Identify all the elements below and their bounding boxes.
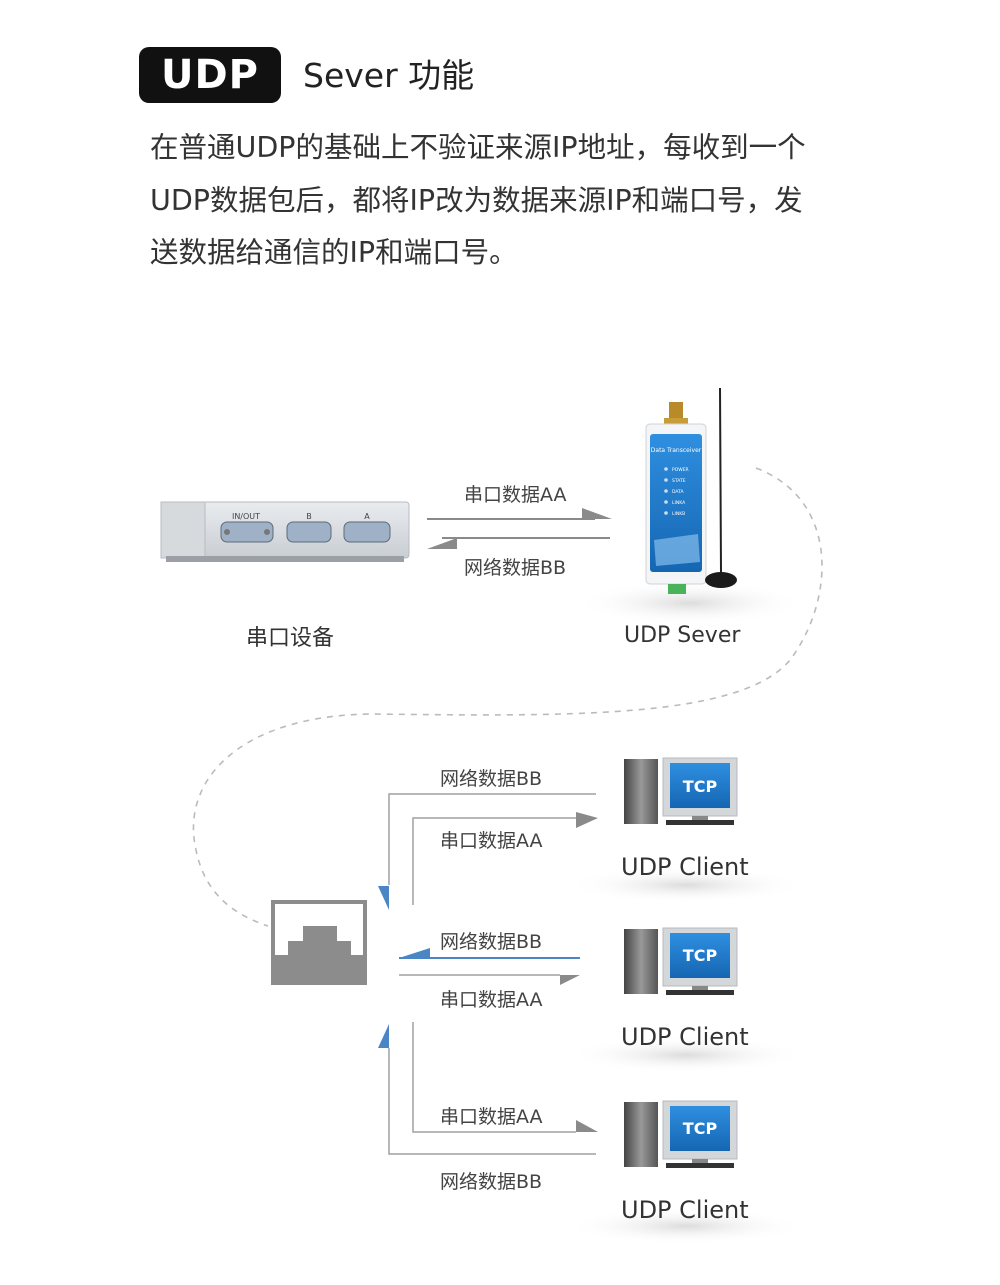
led-label-state: STATE	[672, 478, 686, 484]
client-1-label: UDP Client	[621, 853, 749, 881]
udp-server-label: UDP Sever	[624, 623, 741, 648]
client-2-label: UDP Client	[621, 1023, 749, 1051]
client-computer-2: TCP	[566, 927, 806, 1073]
port-label-inout: IN/OUT	[232, 512, 260, 521]
section-title: Sever 功能	[303, 56, 475, 95]
led-label-linkb: LINKB	[672, 511, 685, 517]
led-label-power: POWER	[672, 467, 689, 473]
client-2-arrow-top-label: 网络数据BB	[440, 931, 543, 953]
client-1-screen-text: TCP	[683, 777, 718, 796]
label-serial-data-top: 串口数据AA	[464, 484, 567, 506]
client-3-arrow-top-label: 串口数据AA	[440, 1106, 543, 1128]
client-connection-lines	[378, 793, 598, 1155]
client-2-screen-text: TCP	[683, 946, 718, 965]
client-computer-3: TCP	[566, 1100, 806, 1244]
description-line-2: UDP数据包后，都将IP改为数据来源IP和端口号，发	[150, 183, 803, 217]
port-label-a: A	[364, 512, 370, 521]
db9-port-2	[286, 521, 332, 543]
server-screen-title: Data Transceiver	[651, 447, 702, 454]
udp-server-graphic: Data Transceiver POWER STATE DATA LINKA …	[645, 387, 737, 594]
led-label-data: DATA	[672, 489, 685, 495]
client-3-label: UDP Client	[621, 1196, 749, 1224]
client-1-arrow-top-label: 网络数据BB	[440, 768, 543, 790]
client-2-arrow-bottom-label: 串口数据AA	[440, 989, 543, 1011]
db9-port-1	[220, 521, 274, 543]
arrow-to-device	[427, 537, 610, 549]
arrow-to-server	[427, 508, 612, 520]
description: 在普通UDP的基础上不验证来源IP地址，每收到一个 UDP数据包后，都将IP改为…	[150, 122, 870, 280]
label-network-data-top: 网络数据BB	[464, 557, 567, 579]
client-3-arrow-bottom-label: 网络数据BB	[440, 1171, 543, 1193]
dashed-connection	[192, 467, 823, 927]
serial-device-label: 串口设备	[246, 626, 335, 651]
description-line-3: 送数据给通信的IP和端口号。	[150, 236, 518, 269]
led-label-linka: LINKA	[672, 500, 686, 506]
router-icon	[271, 900, 367, 985]
server-shadow	[575, 581, 805, 625]
client-3-screen-text: TCP	[683, 1119, 718, 1138]
client-computer-1: TCP	[566, 757, 806, 903]
db9-port-3	[343, 521, 391, 543]
serial-device-graphic: IN/OUT B A	[160, 501, 410, 562]
client-1-arrow-bottom-label: 串口数据AA	[440, 830, 543, 852]
udp-badge: UDP	[139, 47, 281, 103]
description-line-1: 在普通UDP的基础上不验证来源IP地址，每收到一个	[150, 131, 806, 164]
port-label-b: B	[306, 512, 312, 521]
